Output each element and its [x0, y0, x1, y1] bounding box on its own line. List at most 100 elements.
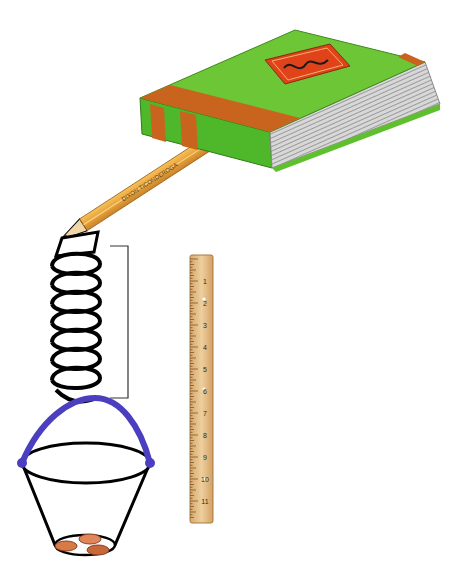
- ruler-tick: [190, 517, 194, 518]
- ruler-tick: [190, 286, 194, 287]
- ruler-tick: [190, 468, 196, 469]
- ruler-tick: [190, 275, 194, 276]
- ruler-tick: [190, 421, 193, 422]
- bucket: [17, 398, 155, 555]
- ruler-tick: [190, 363, 194, 364]
- ruler-number: 7: [203, 410, 207, 417]
- ruler-tick: [190, 391, 198, 392]
- ruler-number: 1: [203, 278, 207, 285]
- ruler-tick: [190, 316, 193, 317]
- book: [140, 30, 440, 172]
- ruler-tick: [190, 319, 194, 320]
- ruler-tick: [190, 377, 193, 378]
- ruler-tick: [190, 501, 198, 502]
- ruler-tick: [190, 459, 193, 460]
- ruler-tick: [190, 278, 193, 279]
- ruler-tick: [190, 305, 193, 306]
- ruler-tick: [190, 347, 198, 348]
- ruler-tick: [190, 484, 194, 485]
- ruler-tick: [190, 270, 196, 271]
- ruler-tick: [190, 371, 193, 372]
- ruler-tick: [190, 512, 196, 513]
- ruler: [190, 255, 213, 523]
- ruler-tick: [190, 426, 193, 427]
- ruler-tick: [190, 314, 196, 315]
- ruler-number: 2: [203, 300, 207, 307]
- ruler-tick: [190, 272, 193, 273]
- ruler-tick: [190, 490, 196, 491]
- ruler-tick: [190, 402, 196, 403]
- ruler-tick: [190, 432, 193, 433]
- ruler-tick: [190, 492, 193, 493]
- ruler-tick: [190, 451, 194, 452]
- ruler-tick: [190, 261, 193, 262]
- ruler-number: 4: [203, 344, 207, 351]
- ruler-tick: [190, 259, 198, 260]
- ruler-tick: [190, 498, 193, 499]
- ruler-tick: [190, 454, 193, 455]
- ruler-tick: [190, 487, 193, 488]
- ruler-tick: [190, 308, 194, 309]
- ruler-number: 9: [203, 454, 207, 461]
- ruler-tick: [190, 429, 194, 430]
- ruler-number: 6: [203, 388, 207, 395]
- ruler-tick: [190, 473, 194, 474]
- ruler-tick: [190, 465, 193, 466]
- length-bracket: [110, 246, 128, 398]
- ruler-tick: [190, 479, 198, 480]
- ruler-tick: [190, 366, 193, 367]
- ruler-tick: [190, 264, 194, 265]
- ruler-tick: [190, 440, 194, 441]
- ruler-tick: [190, 470, 193, 471]
- ruler-tick: [190, 462, 194, 463]
- ruler-tick: [190, 415, 193, 416]
- ruler-tick: [190, 380, 196, 381]
- ruler-tick: [190, 407, 194, 408]
- ruler-tick: [190, 435, 198, 436]
- ruler-tick: [190, 322, 193, 323]
- ruler-number: 5: [203, 366, 207, 373]
- ruler-tick: [190, 410, 193, 411]
- ruler-tick: [190, 446, 196, 447]
- ruler-tick: [190, 336, 196, 337]
- ruler-tick: [190, 385, 194, 386]
- ruler-tick: [190, 297, 194, 298]
- ruler-tick: [190, 311, 193, 312]
- ruler-tick: [190, 481, 193, 482]
- ruler-tick: [190, 374, 194, 375]
- ruler-tick: [190, 349, 193, 350]
- ruler-tick: [190, 352, 194, 353]
- ruler-tick: [190, 341, 194, 342]
- pencil: [56, 137, 213, 246]
- ruler-tick: [190, 382, 193, 383]
- ruler-tick: [190, 424, 196, 425]
- ruler-tick: [190, 303, 198, 304]
- ruler-tick: [190, 369, 198, 370]
- ruler-tick: [190, 283, 193, 284]
- ruler-tick: [190, 506, 194, 507]
- ruler-tick: [190, 294, 193, 295]
- ruler-number: 11: [201, 498, 208, 505]
- ruler-number: 8: [203, 432, 207, 439]
- ruler-tick: [190, 344, 193, 345]
- ruler-tick: [190, 292, 196, 293]
- ruler-tick: [190, 443, 193, 444]
- ruler-tick: [190, 333, 193, 334]
- ruler-number: 3: [203, 322, 207, 329]
- ruler-tick: [190, 457, 198, 458]
- ruler-tick: [190, 396, 194, 397]
- ruler-tick: [190, 355, 193, 356]
- ruler-tick: [190, 325, 198, 326]
- pencil-brand: DIXON TICONDEROGA: [121, 162, 179, 203]
- ruler-tick: [190, 404, 193, 405]
- ruler-tick: [190, 418, 194, 419]
- ruler-tick: [190, 267, 193, 268]
- ruler-tick: [190, 358, 196, 359]
- ruler-tick: [190, 495, 194, 496]
- ruler-tick: [190, 281, 198, 282]
- spring-coil: [52, 368, 100, 388]
- ruler-tick: [190, 338, 193, 339]
- ruler-tick: [190, 330, 194, 331]
